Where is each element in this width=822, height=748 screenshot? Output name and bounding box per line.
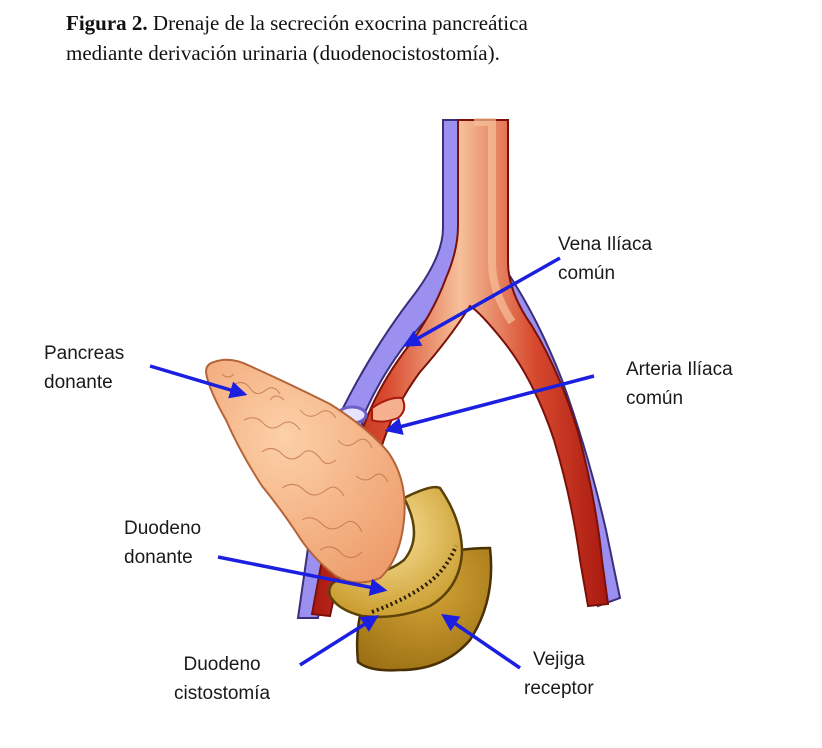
label-arteria-line2: común [626,388,684,409]
label-duodeno-cistostomia: Duodeno cistostomía [174,650,270,708]
arrow-duodeno [217,555,388,596]
arrow-pancreas [149,364,248,399]
pancreas-shape [204,358,406,584]
label-pancreas: Pancreas donante [44,339,124,397]
label-vejiga: Vejiga receptor [524,645,594,703]
arrow-arteria [384,374,595,435]
artery-shape [310,118,610,618]
label-pancreas-line1: Pancreas [44,343,125,364]
label-duodeno-donante: Duodeno donante [124,514,201,572]
arrow-vena [402,256,561,347]
arrow-cistostomia [299,615,379,667]
pointer-arrows [149,256,595,670]
label-vena-line1: Vena Ilíaca [558,234,653,255]
label-vejiga-line1: Vejiga [532,649,585,670]
label-cisto-line1: Duodeno [183,654,261,675]
label-duodeno-line1: Duodeno [124,518,202,539]
anastomosis-suture [371,545,458,614]
label-arteria-iliaca: Arteria Ilíaca común [626,355,733,413]
caption-line1: Drenaje de la secreción exocrina pancreá… [152,11,528,35]
figure-caption: Figura 2. Drenaje de la secreción exocri… [66,8,746,68]
label-cisto-line2: cistostomía [174,683,271,704]
label-vena-line2: común [558,263,616,284]
arrow-vejiga [441,614,521,670]
label-pancreas-line2: donante [44,372,113,393]
label-duodeno-line2: donante [124,547,193,568]
caption-label: Figura 2. [66,11,148,35]
caption-line2: mediante derivación urinaria (duodenocis… [66,41,500,65]
label-vejiga-line2: receptor [524,678,594,699]
label-arteria-line1: Arteria Ilíaca [626,359,733,380]
label-vena-iliaca: Vena Ilíaca común [558,230,652,288]
